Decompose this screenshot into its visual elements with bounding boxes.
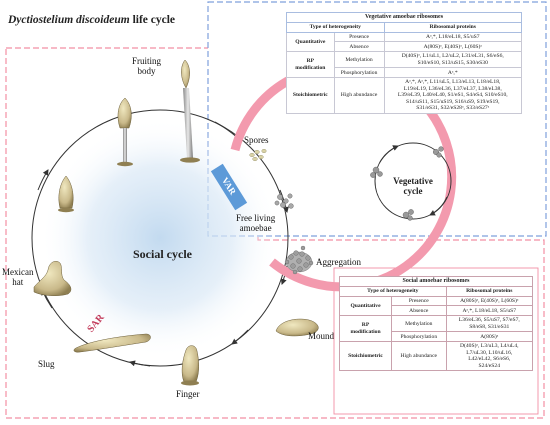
social-cycle-glow — [40, 118, 280, 358]
vegetative-row-sub: Presence — [333, 31, 385, 43]
vegetative-header-type: Type of heterogeneity — [286, 21, 385, 33]
vegetative-cycle-label: Vegetative cycle — [393, 176, 433, 196]
social-row-proteins: D(40S)ᵃ, L3/uL3, L4/uL4, L7/uL30, L10/uL… — [445, 341, 534, 372]
var-band — [210, 163, 248, 211]
vegetative-amoeba-cluster-1 — [370, 166, 383, 178]
stage-mound-label: Mound — [308, 331, 335, 341]
vegetative-header-proteins: Ribosomal proteins — [383, 21, 522, 33]
aggregation-illustration — [284, 245, 314, 275]
social-row-proteins: L36/eL36, S5/uS7, S7/eS7, S8/eS8, S31/eS… — [445, 315, 534, 333]
ring-arrow-4 — [231, 329, 249, 345]
spores-illustration — [249, 149, 267, 161]
culminant-2-illustration — [117, 97, 132, 129]
social-ribosomes-table: Social amoebae ribosomes Type of heterog… — [338, 276, 534, 372]
title-rest: life cycle — [129, 14, 176, 26]
vegetative-ring — [374, 142, 452, 220]
social-table-caption: Social amoebae ribosomes — [339, 276, 533, 287]
social-cycle-label: Social cycle — [133, 247, 192, 261]
culminant-1-illustration — [58, 175, 74, 209]
vegetative-row-sub: Phosphorylation — [333, 67, 385, 79]
ring-arrow-7 — [37, 169, 49, 191]
social-group-name: Stoichiometric — [338, 341, 393, 372]
vegetative-ribosomes-table: Vegetative amoebae ribosomes Type of het… — [286, 12, 522, 114]
vegetative-row-sub: Methylation — [333, 51, 385, 69]
vegetative-row-proteins: Aᵃ,*, Aᵃ,*, L11/uL5, L13/eL13, L18/eL18,… — [383, 77, 522, 114]
figure-title: Dyctiostelium discoideum life cycle — [8, 14, 175, 26]
fruiting-body-illustration — [181, 59, 190, 89]
title-species: Dyctiostelium discoideum — [8, 14, 130, 26]
social-row-sub: High abundance — [391, 341, 447, 372]
social-group-name: RP modification — [338, 315, 393, 343]
social-row-proteins: A(80S)ᵃ — [445, 331, 534, 343]
vegetative-group-name: Stoichiometric — [286, 77, 335, 114]
finger-illustration — [181, 345, 199, 383]
stage-fruiting-body-label: Fruiting body — [132, 56, 162, 76]
stage-slug-label: Slug — [38, 359, 55, 369]
vegetative-row-sub: Absence — [333, 41, 385, 53]
vegetative-table-caption: Vegetative amoebae ribosomes — [286, 12, 522, 23]
vegetative-row-sub: High abundance — [333, 77, 385, 114]
stage-spores-label: Spores — [244, 135, 269, 145]
social-group-name: Quantitative — [338, 295, 393, 317]
vegetative-amoeba-cluster-3 — [433, 146, 444, 158]
vegetative-amoeba-cluster-2 — [402, 209, 414, 221]
life-cycle-ring — [31, 109, 289, 367]
stage-mexican-hat-label: Mexican hat — [2, 267, 34, 287]
social-row-sub: Methylation — [391, 315, 447, 333]
ring-arrow-5 — [129, 360, 151, 367]
slug-illustration — [73, 333, 151, 353]
stage-finger-label: Finger — [176, 389, 200, 399]
social-header-type: Type of heterogeneity — [339, 285, 447, 297]
vegetative-row-proteins: Aᵃ,* — [383, 67, 522, 79]
social-row-proteins: Aᵃ,*, L18/eL18, S5/uS7 — [445, 305, 534, 317]
free-amoebae-illustration — [274, 193, 294, 209]
vegetative-row-proteins: D(40S)ᵃ, L1/uL1, L2/uL2, L31/eL31, S6/eS… — [383, 51, 522, 69]
stage-free-living-label: Free living amoebae — [236, 213, 276, 233]
social-header-proteins: Ribosomal proteins — [445, 285, 534, 297]
vegetative-group-name: RP modification — [286, 51, 335, 79]
mexican-hat-illustration — [33, 261, 72, 296]
vegetative-row-proteins: A(80S)ᵃ, E(40S)ᵃ, L(60S)ᵃ — [383, 41, 522, 53]
vegetative-row-proteins: Aᵃ,*, L18/eL18, S5/uS7 — [383, 31, 522, 43]
social-row-proteins: A(80S)ᵃ, E(40S)ᵃ, L(60S)ᵃ — [445, 295, 534, 307]
social-row-sub: Absence — [391, 305, 447, 317]
stage-aggregation-label: Aggregation — [316, 257, 361, 267]
vegetative-group-name: Quantitative — [286, 31, 335, 53]
social-row-sub: Phosphorylation — [391, 331, 447, 343]
mound-illustration — [275, 318, 319, 337]
social-row-sub: Presence — [391, 295, 447, 307]
